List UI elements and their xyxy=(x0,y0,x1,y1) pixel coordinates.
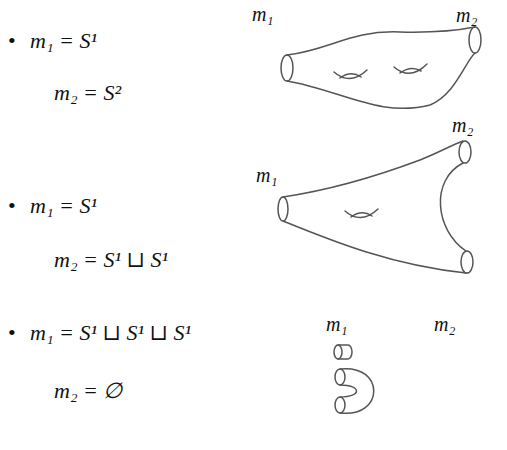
boundary-circle xyxy=(461,251,473,273)
boundary-circle xyxy=(335,369,345,385)
handle-hole xyxy=(334,70,367,79)
handle-hole xyxy=(340,74,361,78)
boundary-circle xyxy=(334,345,342,359)
cylinder-and-cap xyxy=(334,345,374,413)
handle-hole xyxy=(345,209,378,218)
boundary-circle xyxy=(469,27,481,53)
equation: m₂ = S¹ ⊔ S¹ xyxy=(54,247,168,273)
equation: m₂ = ∅ xyxy=(54,378,122,404)
equation: m₁ = S¹ ⊔ S¹ ⊔ S¹ xyxy=(30,320,191,346)
surface-outline xyxy=(287,53,475,108)
equation: m₂ = S² xyxy=(54,80,121,106)
handle-hole xyxy=(394,64,427,73)
equation: m₁ = S¹ xyxy=(30,28,97,54)
boundary-label: m₁ xyxy=(326,312,347,336)
genus-two-cylinder xyxy=(281,27,481,108)
surface-outline xyxy=(338,345,352,359)
surface-outline xyxy=(283,221,466,273)
bullet: • xyxy=(8,320,16,346)
equation: m₁ = S¹ xyxy=(30,193,97,219)
bullet: • xyxy=(8,28,16,54)
handle-hole xyxy=(351,213,372,217)
surface-outline xyxy=(340,369,374,414)
boundary-circle xyxy=(278,197,288,221)
surface-outline xyxy=(340,385,357,397)
boundary-label: m₁ xyxy=(256,163,277,187)
boundary-circle xyxy=(459,141,471,163)
boundary-circle xyxy=(281,55,293,81)
handle-hole xyxy=(400,68,421,73)
boundary-label: m₁ xyxy=(252,2,273,26)
bullet: • xyxy=(8,193,16,219)
boundary-label: m₂ xyxy=(434,312,455,336)
genus-one-pants xyxy=(278,141,473,273)
surface-outline xyxy=(283,141,463,197)
boundary-circle xyxy=(335,397,345,413)
boundary-label: m₂ xyxy=(456,3,477,27)
boundary-label: m₂ xyxy=(452,113,473,137)
surface-outline xyxy=(287,27,475,55)
surface-outline xyxy=(440,163,466,251)
